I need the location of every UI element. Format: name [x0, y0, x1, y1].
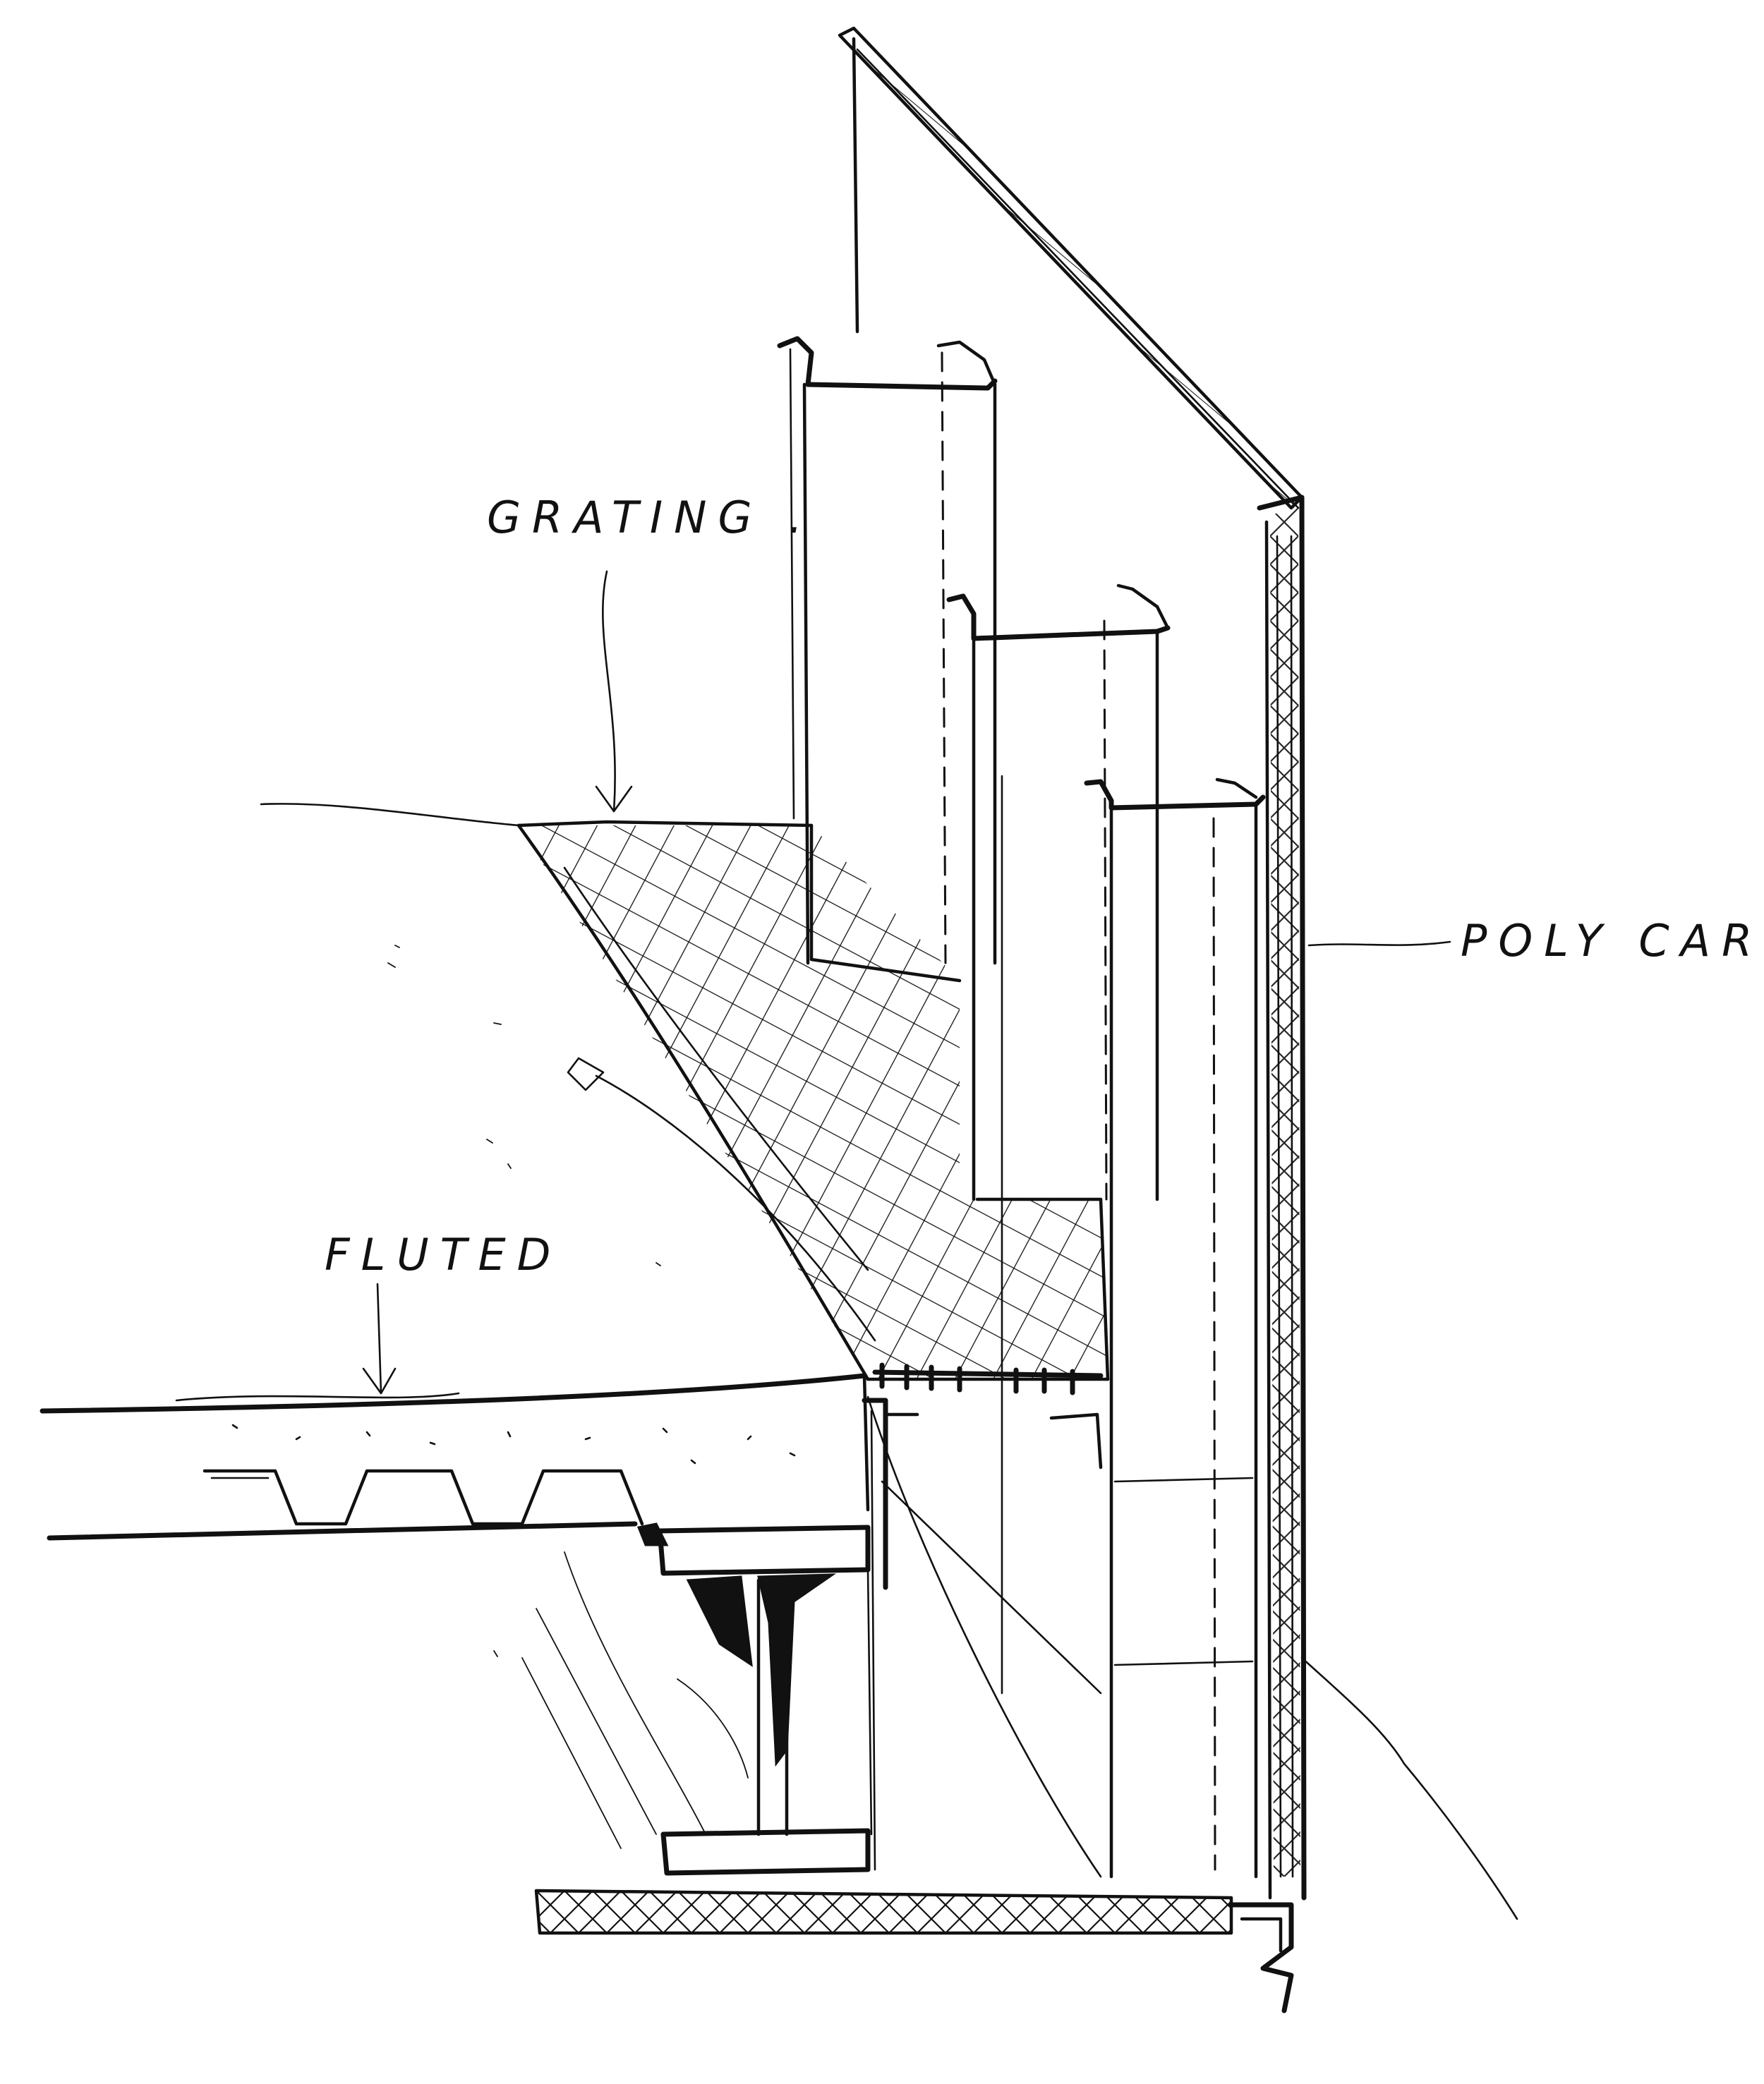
steel-i-beam [636, 1522, 873, 1876]
fluted-leader [376, 1283, 382, 1395]
polycarb-leader [1307, 940, 1451, 947]
grating [260, 803, 1110, 1395]
column-middle [946, 583, 1171, 1695]
polycarb-label: POLY CARB . [1461, 915, 1764, 967]
grating-label: GRATING . [487, 492, 814, 543]
edge-angle [862, 1398, 1103, 1871]
grating-leader [602, 570, 616, 813]
annotation-leaders [362, 570, 1451, 1395]
fluted-arrow-icon [362, 1367, 397, 1395]
fluted-deck-slab [40, 1373, 870, 1541]
grating-arrow-icon [595, 785, 633, 813]
column-rear [777, 336, 998, 965]
foundation-strip [534, 1889, 1233, 1935]
roof-glazing [838, 26, 1304, 510]
polycarbonate-wall [1228, 495, 1307, 2013]
fluted-label: FLUTED [325, 1229, 562, 1280]
column-front [1084, 777, 1266, 1879]
context-lines [387, 945, 1518, 1920]
